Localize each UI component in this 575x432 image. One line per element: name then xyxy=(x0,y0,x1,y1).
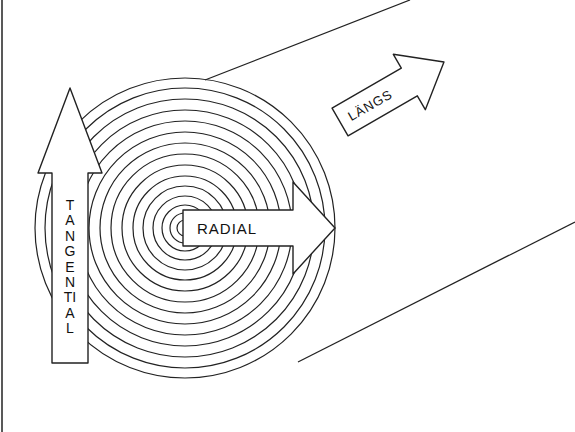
direction-label: RADIAL xyxy=(197,220,257,237)
block-arrow: TANGENTIAL xyxy=(38,88,102,363)
direction-label: TANGENTIAL xyxy=(63,198,77,337)
log-edge xyxy=(205,0,410,80)
growth-rings xyxy=(35,78,335,378)
frame-line xyxy=(1,0,3,432)
block-arrow: LÄNGS xyxy=(324,34,460,149)
arrow-outline xyxy=(324,34,460,149)
log-edge xyxy=(298,222,575,362)
block-arrow: RADIAL xyxy=(183,182,335,274)
